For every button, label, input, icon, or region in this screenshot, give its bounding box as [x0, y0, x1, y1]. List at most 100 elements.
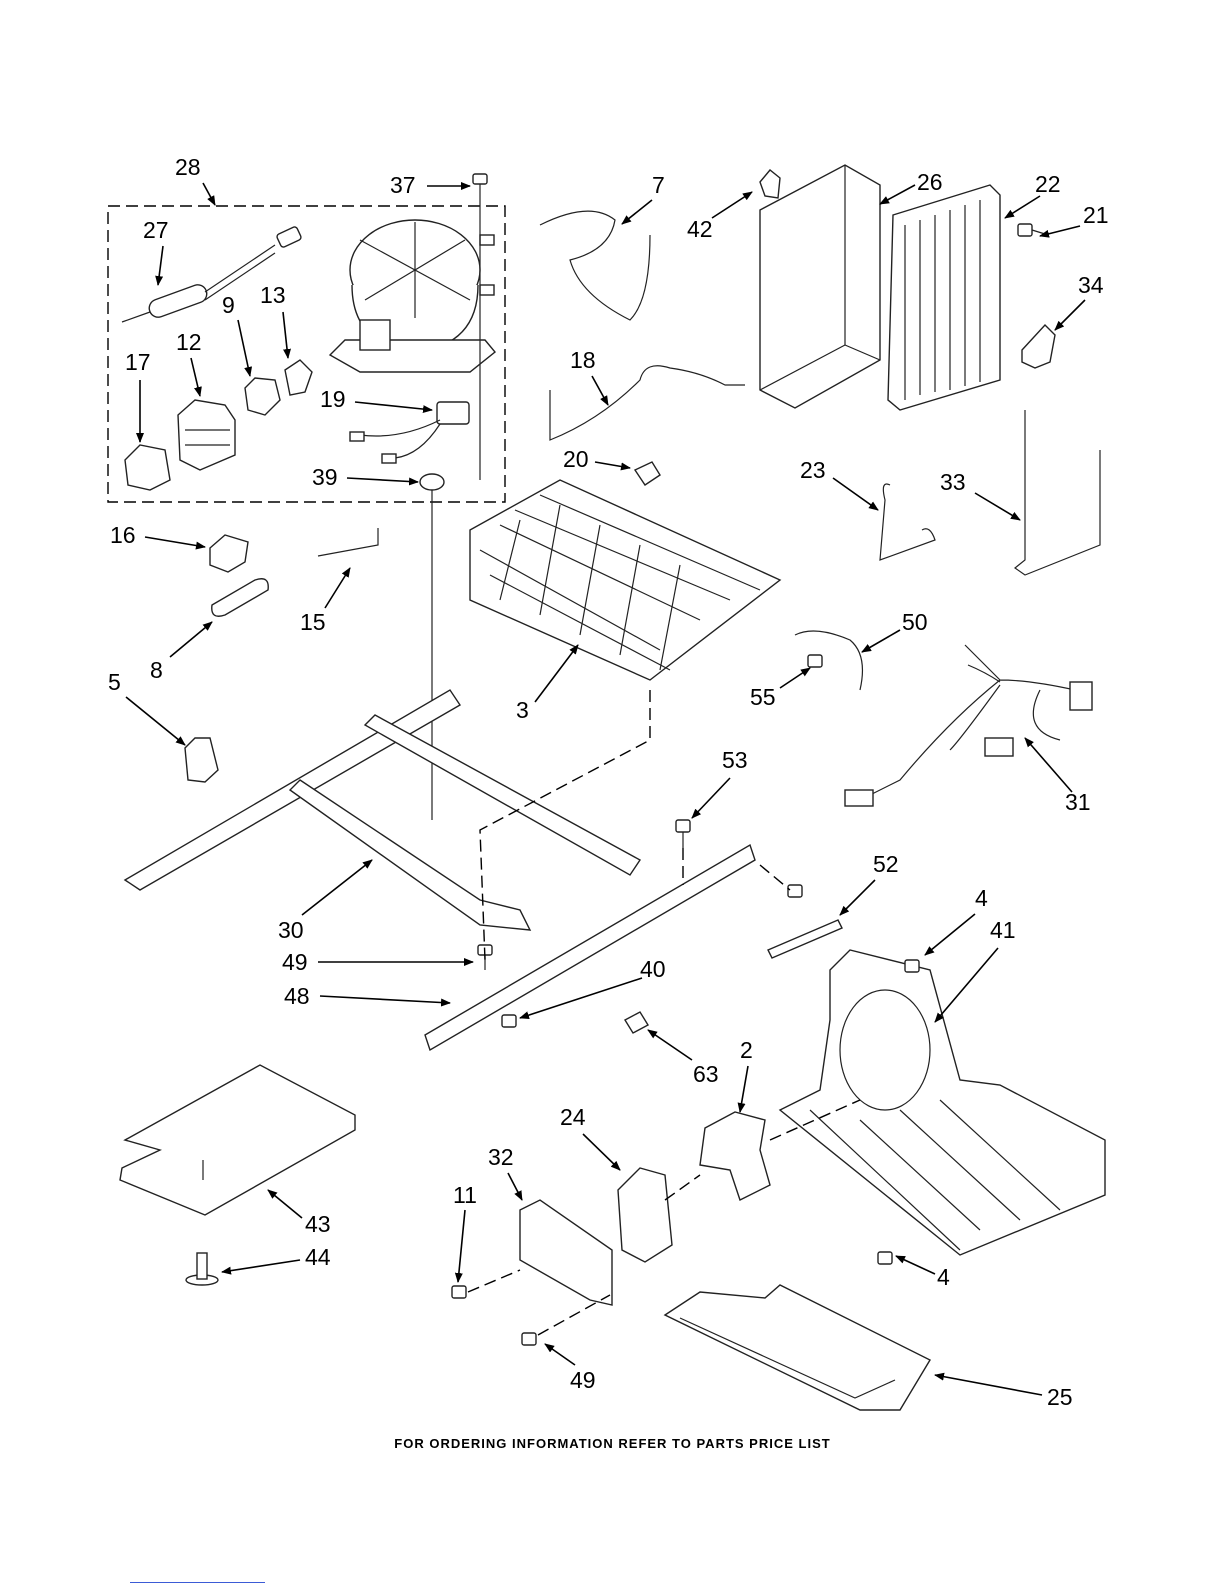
tube-7	[540, 211, 650, 320]
callout-20: 20	[563, 446, 630, 472]
motor-24	[618, 1168, 672, 1262]
callout-63: 63	[648, 1030, 719, 1087]
callout-26: 26	[880, 169, 943, 204]
svg-text:21: 21	[1083, 202, 1109, 228]
clip-5	[185, 738, 218, 782]
callout-18: 18	[570, 347, 608, 405]
callout-42: 42	[687, 192, 752, 242]
svg-text:16: 16	[110, 522, 136, 548]
svg-text:55: 55	[750, 684, 776, 710]
bracket-50	[795, 631, 862, 690]
svg-text:26: 26	[917, 169, 943, 195]
callout-31: 31	[1025, 738, 1091, 815]
callout-28: 28	[175, 154, 215, 205]
guide-52	[760, 865, 790, 890]
callout-23: 23	[800, 457, 878, 510]
drain-pan-25	[665, 1285, 930, 1410]
callout-17: 17	[125, 349, 151, 442]
svg-text:4: 4	[937, 1264, 950, 1290]
callout-4-bottom: 4	[896, 1256, 950, 1290]
screw-53	[676, 820, 690, 848]
callout-30: 30	[278, 860, 372, 943]
tube-18	[550, 366, 745, 440]
callout-16: 16	[110, 522, 205, 548]
capacitor-19	[350, 402, 469, 463]
svg-text:28: 28	[175, 154, 201, 180]
svg-text:52: 52	[873, 851, 899, 877]
overload-17	[125, 445, 170, 490]
screw-4-b	[878, 1252, 892, 1264]
screw-21	[1018, 224, 1045, 236]
callout-21: 21	[1040, 202, 1109, 236]
svg-text:30: 30	[278, 917, 304, 943]
svg-text:11: 11	[453, 1182, 477, 1208]
svg-text:63: 63	[693, 1061, 719, 1087]
callout-12: 12	[176, 329, 202, 396]
callout-3: 3	[516, 645, 578, 723]
callout-44: 44	[222, 1244, 331, 1272]
part-16	[210, 535, 248, 572]
callout-9: 9	[222, 292, 250, 376]
callout-34: 34	[1055, 272, 1104, 330]
svg-text:20: 20	[563, 446, 589, 472]
svg-text:43: 43	[305, 1211, 331, 1237]
callout-13: 13	[260, 282, 288, 358]
screw-49-b	[522, 1333, 536, 1345]
screw-40	[502, 1015, 516, 1027]
tie-52	[768, 920, 842, 958]
svg-text:49: 49	[282, 949, 308, 975]
svg-text:33: 33	[940, 469, 966, 495]
callout-40: 40	[520, 956, 666, 1018]
callout-19: 19	[320, 386, 432, 412]
callout-27: 27	[143, 217, 169, 285]
svg-text:41: 41	[990, 917, 1016, 943]
fan-2	[700, 1112, 770, 1200]
screw-55	[808, 655, 822, 667]
bracket-34	[1022, 325, 1055, 368]
bottom-rule	[130, 1582, 265, 1583]
rail-48	[425, 845, 755, 1050]
svg-text:50: 50	[902, 609, 928, 635]
screw-37	[473, 174, 487, 480]
svg-text:8: 8	[150, 657, 163, 683]
wire-23	[880, 484, 935, 560]
svg-text:13: 13	[260, 282, 286, 308]
callout-49-lower: 49	[545, 1344, 596, 1393]
ordering-info-footer: FOR ORDERING INFORMATION REFER TO PARTS …	[0, 1436, 1225, 1451]
svg-text:15: 15	[300, 609, 326, 635]
svg-text:22: 22	[1035, 171, 1061, 197]
callout-41: 41	[935, 917, 1016, 1022]
callout-11: 11	[453, 1182, 477, 1282]
svg-text:34: 34	[1078, 272, 1104, 298]
svg-text:19: 19	[320, 386, 346, 412]
wire-15	[318, 528, 378, 556]
callout-5: 5	[108, 669, 185, 745]
callout-32: 32	[488, 1144, 522, 1200]
svg-text:25: 25	[1047, 1384, 1073, 1410]
svg-text:49: 49	[570, 1367, 596, 1393]
tube-8	[212, 579, 268, 617]
clip-9	[245, 378, 280, 415]
callout-48: 48	[284, 983, 450, 1009]
harness-31	[845, 645, 1092, 806]
callout-43: 43	[268, 1190, 331, 1237]
svg-text:44: 44	[305, 1244, 331, 1270]
bracket-32	[520, 1200, 612, 1305]
svg-text:9: 9	[222, 292, 235, 318]
callout-8: 8	[150, 622, 212, 683]
relay-12	[178, 400, 235, 470]
cover-13	[285, 360, 312, 395]
callout-4-top: 4	[925, 885, 988, 955]
shroud-26	[760, 165, 880, 408]
svg-text:40: 40	[640, 956, 666, 982]
callout-33: 33	[940, 469, 1020, 520]
svg-text:7: 7	[652, 172, 665, 198]
part-63	[625, 1012, 648, 1033]
callout-55: 55	[750, 668, 810, 710]
svg-text:31: 31	[1065, 789, 1091, 815]
callout-37: 37	[390, 172, 470, 198]
compressor	[330, 220, 495, 372]
callout-53: 53	[692, 747, 748, 818]
foot-44	[186, 1253, 218, 1285]
svg-text:37: 37	[390, 172, 416, 198]
